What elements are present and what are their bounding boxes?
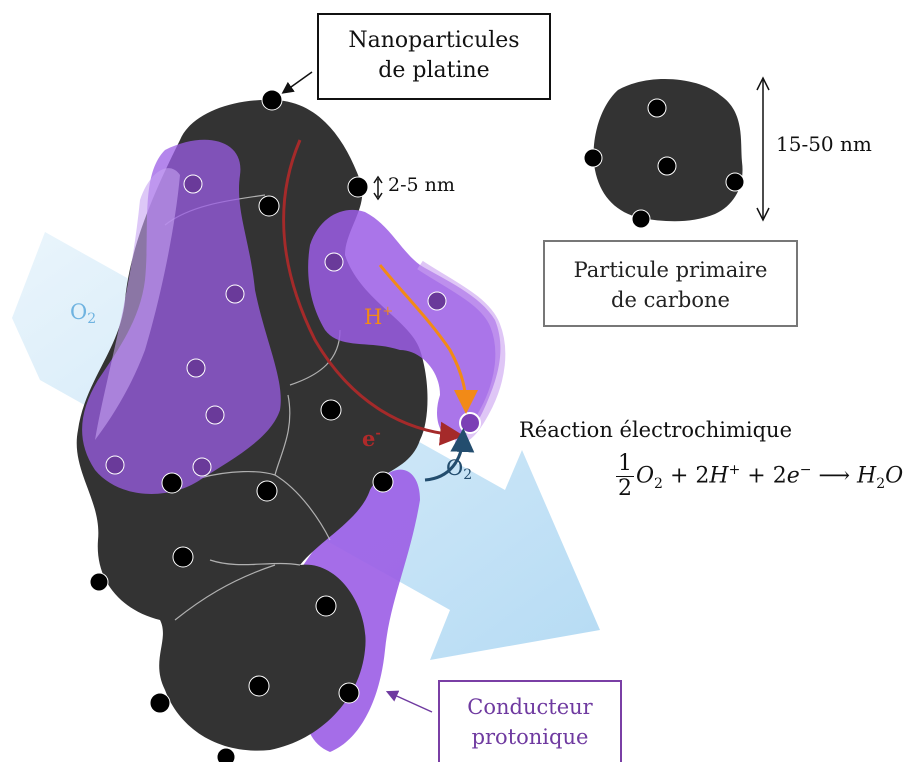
platinum-size-marker	[373, 175, 383, 201]
proton-path	[378, 264, 478, 414]
electron-path	[282, 139, 464, 446]
proton-label-line1: Conducteur	[467, 695, 593, 719]
proton-conductor-pointer	[385, 690, 433, 713]
reaction-label: Réaction électrochimique	[519, 418, 792, 442]
proton-label-line2: protonique	[471, 725, 589, 749]
particle-scale-arrow	[756, 76, 770, 222]
platinum-nanoparticles	[89, 89, 447, 762]
ionomer-layer-left	[82, 139, 281, 494]
particle-size-label: 15-50 nm	[776, 132, 872, 156]
primary-carbon-particle	[593, 79, 743, 222]
reaction-site-particle	[459, 412, 481, 434]
primary-particle-platinum	[583, 98, 745, 229]
ionomer-layer-left-highlight	[95, 168, 180, 441]
oxygen-label-right: O2	[446, 456, 473, 483]
proton-label: H+	[364, 304, 394, 329]
platinum-label-line1: Nanoparticules	[348, 28, 520, 53]
carbon-label-line1: Particule primaire	[573, 258, 768, 282]
o2-diffusion-arrow	[424, 428, 475, 482]
platinum-label-line2: de platine	[378, 58, 490, 83]
electron-label: e-	[362, 426, 381, 451]
carbon-label-line2: de carbone	[611, 288, 730, 312]
oxygen-label-left: O2	[70, 300, 97, 327]
ionomer-layer-right	[308, 209, 501, 440]
proton-conductor-label-box: Conducteur protonique	[438, 680, 622, 762]
platinum-nanoparticles-label-box: Nanoparticules de platine	[317, 13, 551, 100]
platinum-pointer	[281, 71, 313, 94]
carbon-particle-label-box: Particule primaire de carbone	[543, 240, 798, 327]
platinum-size-label: 2-5 nm	[388, 174, 455, 196]
